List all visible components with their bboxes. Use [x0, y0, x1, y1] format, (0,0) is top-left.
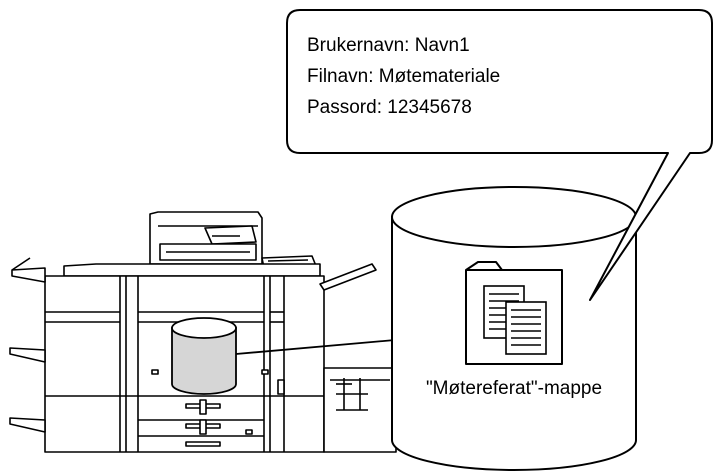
- callout-text: Brukernavn: Navn1 Filnavn: Møtemateriale…: [307, 35, 500, 118]
- multifunction-printer-icon: [9, 211, 397, 453]
- storage-cylinder-icon: [171, 317, 237, 395]
- callout-username: Brukernavn: Navn1: [307, 35, 470, 56]
- callout-bubble: [286, 9, 713, 301]
- folder-label: "Møtereferat"-mappe: [426, 378, 602, 399]
- documents-icon: [483, 285, 547, 355]
- callout-password: Passord: 12345678: [307, 97, 472, 118]
- connector-line: [235, 339, 396, 355]
- callout-filename: Filnavn: Møtemateriale: [307, 66, 500, 87]
